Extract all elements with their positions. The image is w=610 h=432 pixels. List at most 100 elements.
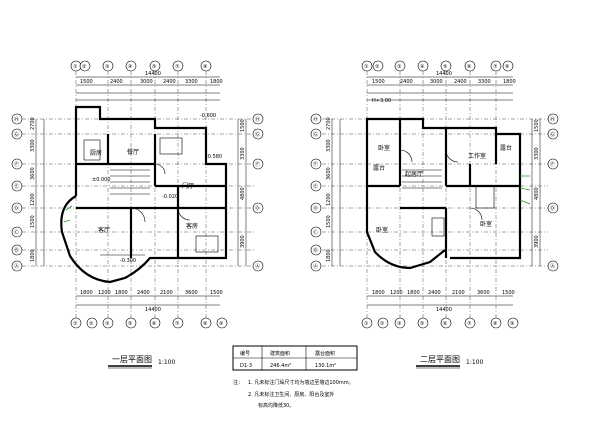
svg-text:Ⓖ: Ⓖ (255, 131, 260, 138)
svg-text:3000: 3000 (430, 79, 443, 85)
svg-text:①: ① (364, 64, 369, 70)
svg-text:⑨: ⑨ (219, 321, 223, 327)
plan2-axis-bottom: ① ② ③ ⑤ ⑥ ⑦ ⑧ ⑨ (361, 317, 519, 329)
svg-text:Ⓓ: Ⓓ (313, 205, 318, 212)
table-cell-terrace: 130.1m² (315, 363, 336, 369)
plan1-top-total: 14400 (145, 71, 161, 77)
svg-text:-0.300: -0.300 (120, 258, 136, 264)
plan2-right-dims: 1500 3300 4800 3900 (531, 119, 541, 266)
svg-text:Ⓓ: Ⓓ (255, 205, 260, 212)
svg-text:⑥: ⑥ (152, 321, 157, 327)
svg-text:Ⓐ: Ⓐ (313, 263, 318, 270)
svg-text:2100: 2100 (160, 290, 173, 296)
svg-text:Ⓗ: Ⓗ (255, 116, 260, 123)
plan1-axis-top: ① ② ③ ④ ⑤ ⑦ ⑧ (70, 60, 212, 72)
svg-text:⑧: ⑧ (203, 321, 208, 327)
svg-text:Ⓑ: Ⓑ (14, 247, 19, 254)
svg-text:1800: 1800 (80, 290, 93, 296)
plan2-top-total: 14400 (436, 71, 452, 77)
svg-text:1500: 1500 (372, 79, 385, 85)
svg-text:2700: 2700 (30, 117, 36, 130)
svg-text:Ⓖ: Ⓖ (550, 131, 555, 138)
svg-text:1800: 1800 (372, 290, 385, 296)
svg-text:Ⓔ: Ⓔ (14, 183, 19, 190)
svg-text:3900: 3900 (240, 235, 246, 248)
svg-text:Ⓐ: Ⓐ (14, 263, 19, 270)
svg-text:②: ② (375, 64, 380, 70)
svg-text:2400: 2400 (454, 79, 467, 85)
plan1-room-guest: 客房 (186, 222, 198, 230)
svg-text:Ⓕ: Ⓕ (255, 161, 260, 168)
svg-text:④: ④ (128, 64, 133, 70)
svg-text:1800: 1800 (326, 249, 332, 262)
svg-text:Ⓗ: Ⓗ (14, 116, 19, 123)
plan1-axis-left: Ⓗ Ⓖ Ⓕ Ⓔ Ⓓ Ⓒ Ⓑ Ⓐ (11, 113, 23, 272)
svg-text:1200: 1200 (326, 193, 332, 206)
svg-text:3600: 3600 (30, 167, 36, 180)
svg-text:Ⓔ: Ⓔ (313, 183, 318, 190)
plan1-walls (60, 105, 228, 284)
svg-text:③: ③ (105, 321, 109, 327)
svg-text:Ⓖ: Ⓖ (313, 131, 318, 138)
svg-text:③: ③ (397, 321, 401, 327)
plan1-axis-right: Ⓗ Ⓖ Ⓕ Ⓓ Ⓐ (252, 113, 264, 272)
svg-text:Ⓓ: Ⓓ (550, 205, 555, 212)
plan2-title: 二层平面图 (420, 355, 460, 364)
svg-text:1200: 1200 (30, 193, 36, 206)
plan1-axis-bottom: ① ② ③ ⑤ ⑥ ⑦ ⑧ ⑨ (70, 317, 228, 329)
plan2-bottom-total: 14400 (436, 307, 452, 313)
svg-text:2400: 2400 (137, 290, 150, 296)
svg-text:Ⓕ: Ⓕ (14, 161, 19, 168)
table-cell-area: 246.4m² (270, 363, 291, 369)
svg-text:Ⓒ: Ⓒ (14, 229, 19, 236)
plan1-left-dims: 2700 3300 3600 1200 1500 1800 (30, 117, 45, 266)
plan2-axis-left: Ⓗ Ⓖ Ⓕ Ⓔ Ⓓ Ⓒ Ⓑ Ⓐ (310, 113, 322, 272)
plan2-axis-right: Ⓗ Ⓖ Ⓕ Ⓓ Ⓐ (547, 113, 559, 272)
plan1-top-dim-2: 2400 (110, 79, 123, 85)
plan1-bottom-total: 14400 (145, 307, 161, 313)
plan2-left-dims: 2700 3300 3600 1200 1500 1800 (326, 117, 341, 266)
table-header-terrace: 露台面积 (315, 350, 335, 357)
svg-text:3300: 3300 (478, 79, 491, 85)
svg-text:⑦: ⑦ (467, 321, 472, 327)
svg-text:-0.020: -0.020 (162, 194, 178, 200)
svg-text:①: ① (73, 321, 78, 327)
svg-text:⑧: ⑧ (505, 64, 510, 70)
svg-text:Ⓐ: Ⓐ (550, 263, 555, 270)
svg-text:1200: 1200 (98, 290, 111, 296)
svg-text:Ⓐ: Ⓐ (255, 263, 260, 270)
plan1-top-dim-6: 1800 (210, 79, 223, 85)
svg-text:Ⓗ: Ⓗ (313, 116, 318, 123)
svg-text:1500: 1500 (240, 119, 246, 132)
svg-text:⑦: ⑦ (175, 64, 180, 70)
plan1-top-dim-3: 3000 (140, 79, 153, 85)
svg-text:Ⓑ: Ⓑ (313, 247, 318, 254)
svg-text:⑤: ⑤ (420, 321, 424, 327)
svg-text:Ⓕ: Ⓕ (550, 161, 555, 168)
svg-text:1500: 1500 (502, 290, 515, 296)
svg-text:3300: 3300 (326, 139, 332, 152)
table-header-id: 编号 (240, 350, 250, 357)
svg-text:3600: 3600 (326, 167, 332, 180)
svg-text:4800: 4800 (240, 187, 246, 200)
svg-text:Ⓓ: Ⓓ (14, 205, 19, 212)
note-line-2: 2. 凡未标注卫生间、厨房、阳台及室外 (248, 391, 334, 398)
plan2-room-terrace-2: 露台 (500, 144, 512, 152)
svg-text:⑥: ⑥ (467, 64, 472, 70)
plan1-room-dining: 餐厅 (127, 148, 139, 156)
svg-text:⑤: ⑤ (152, 64, 156, 70)
plan1-top-dim-4: 2400 (163, 79, 176, 85)
svg-text:⑤: ⑤ (443, 64, 447, 70)
svg-text:4800: 4800 (534, 187, 540, 200)
svg-text:-0.580: -0.580 (206, 154, 222, 160)
plan1-top-dim-5: 3300 (185, 79, 198, 85)
plan1-top-dim-1: 1500 (80, 79, 93, 85)
svg-text:⑦: ⑦ (493, 64, 498, 70)
svg-text:2100: 2100 (452, 290, 465, 296)
svg-text:③: ③ (105, 64, 109, 70)
svg-text:⑨: ⑨ (510, 321, 514, 327)
svg-text:-0.600: -0.600 (200, 113, 216, 119)
plan2-room-bedroom-2: 卧室 (376, 226, 388, 234)
